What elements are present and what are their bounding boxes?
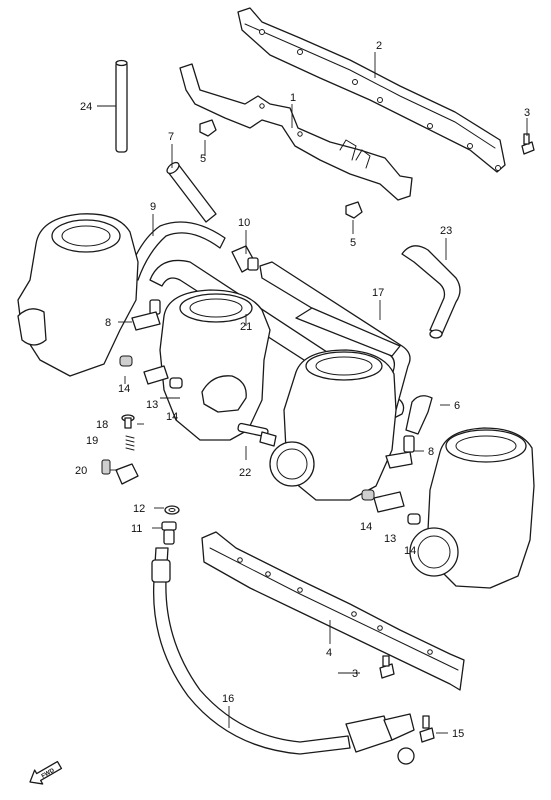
part-labels: 2 1 3 24 7 5 9 10 5 23 17 8 21 14 13 14 … [75, 40, 530, 740]
hose-7 [166, 161, 217, 223]
label-8-left: 8 [105, 317, 111, 329]
carburetor-4 [409, 427, 535, 589]
label-8-right: 8 [428, 446, 434, 458]
label-22: 22 [239, 467, 251, 479]
screw-18 [121, 414, 135, 429]
label-16: 16 [222, 693, 234, 705]
screw-22 [237, 422, 277, 447]
label-24: 24 [80, 101, 92, 113]
label-3-lower: 3 [352, 668, 358, 680]
bracket-lower [201, 531, 465, 691]
fitting-8-left [131, 299, 161, 331]
front-arrow-marker: FWD [29, 760, 63, 785]
clamp-upper [199, 119, 217, 137]
label-14-b: 14 [166, 411, 178, 423]
carburetor-2 [159, 289, 271, 441]
label-23: 23 [440, 225, 452, 237]
label-5-upper: 5 [200, 153, 206, 165]
fitting-10 [231, 245, 259, 273]
leader-lines [97, 52, 528, 734]
hose-23 [401, 245, 461, 339]
label-7: 7 [168, 131, 174, 143]
label-6: 6 [454, 400, 460, 412]
spring-19 [125, 435, 135, 451]
label-12: 12 [133, 503, 145, 515]
washer-12 [164, 505, 180, 515]
label-9: 9 [150, 201, 156, 213]
cable-16 [151, 547, 415, 765]
label-13-right: 13 [384, 533, 396, 545]
carburetor-3 [269, 349, 397, 501]
label-18: 18 [96, 419, 108, 431]
vent-tube [115, 59, 128, 153]
hose-9 [127, 221, 226, 281]
label-20: 20 [75, 465, 87, 477]
label-17: 17 [372, 287, 384, 299]
label-15: 15 [452, 728, 464, 740]
label-13-left: 13 [146, 399, 158, 411]
label-5-lower: 5 [350, 237, 356, 249]
screw-upper [521, 133, 535, 155]
label-14-c: 14 [360, 521, 372, 533]
bracket-upper [237, 7, 506, 173]
screw-20 [101, 459, 111, 475]
fitting-11 [161, 521, 177, 545]
carburetor-1 [17, 213, 139, 377]
label-2: 2 [376, 40, 382, 52]
label-14-a: 14 [118, 383, 130, 395]
screw-15 [419, 715, 435, 743]
tee-fitting-13-right [361, 489, 421, 525]
hose-6 [405, 395, 433, 435]
screw-lower [379, 655, 395, 679]
label-4: 4 [326, 647, 332, 659]
label-11: 11 [131, 523, 142, 535]
choke-plate [179, 63, 413, 201]
label-10: 10 [238, 217, 250, 229]
fitting-8-right [385, 435, 415, 469]
clamp-lower [345, 201, 363, 219]
label-1: 1 [290, 92, 296, 104]
tee-fitting-13-left [119, 355, 183, 389]
label-19: 19 [86, 435, 98, 447]
label-3-upper: 3 [524, 107, 530, 119]
label-21: 21 [240, 321, 252, 333]
adjuster-body [115, 463, 139, 485]
label-14-d: 14 [404, 545, 416, 557]
